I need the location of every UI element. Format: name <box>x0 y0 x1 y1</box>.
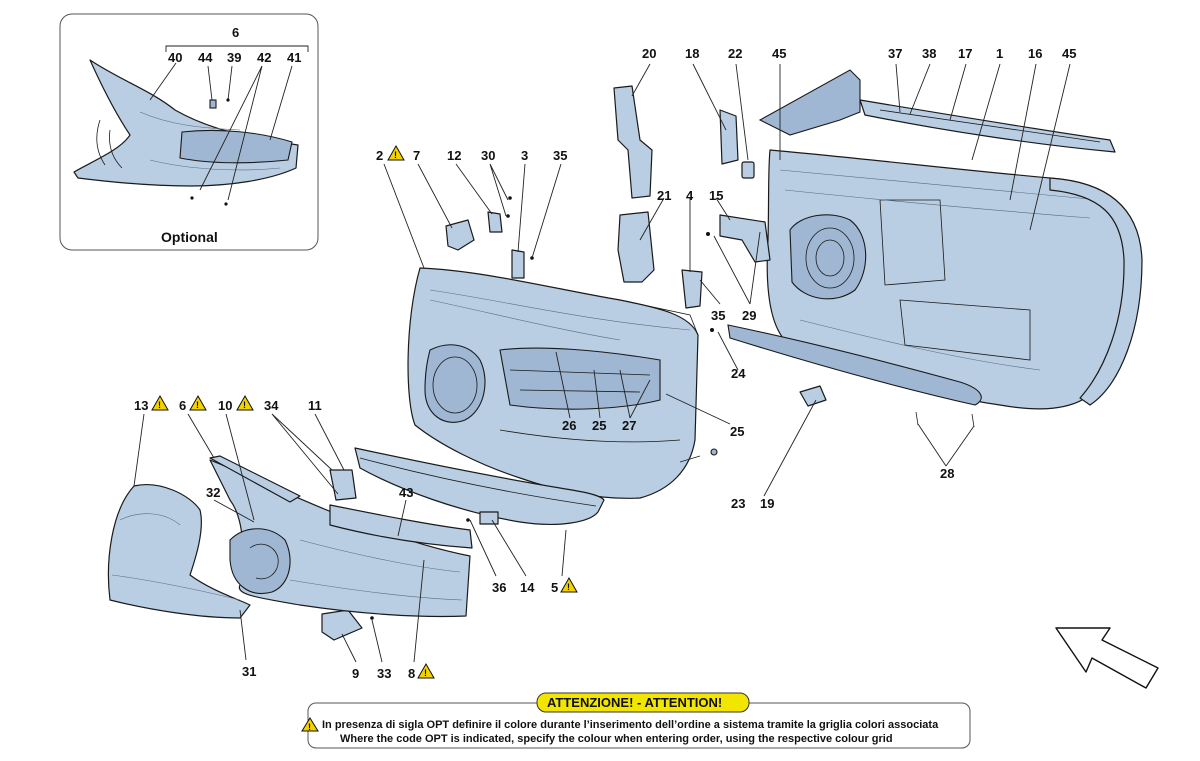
callout-25-right: 25 <box>730 424 744 439</box>
callout-1: 1 <box>996 46 1003 61</box>
callout-36: 36 <box>492 580 506 595</box>
callout-5: 5 <box>551 580 558 595</box>
callout-27: 27 <box>622 418 636 433</box>
door-seal-strip <box>727 324 982 406</box>
callout-12: 12 <box>447 148 461 163</box>
warning-triangle-icon: ! <box>151 394 169 411</box>
callout-38: 38 <box>922 46 936 61</box>
callout-7: 7 <box>413 148 420 163</box>
optional-inset: Optional 6 40 44 39 42 41 <box>59 13 319 251</box>
svg-text:!: ! <box>308 722 311 732</box>
svg-text:!: ! <box>158 400 161 410</box>
callout-17: 17 <box>958 46 972 61</box>
attention-notice: ATTENZIONE! - ATTENTION! ! In presenza d… <box>301 692 971 749</box>
inner-door-panel <box>407 267 699 499</box>
callout-14: 14 <box>520 580 535 595</box>
callout-15: 15 <box>709 188 723 203</box>
callout-20: 20 <box>642 46 656 61</box>
callout-30: 30 <box>481 148 495 163</box>
callout-18: 18 <box>685 46 699 61</box>
inset-group-number: 6 <box>232 25 239 40</box>
door-structure <box>758 69 1143 410</box>
callout-24: 24 <box>731 366 746 381</box>
callout-29: 29 <box>742 308 756 323</box>
lower-left-trim <box>107 455 473 619</box>
callout-21: 21 <box>657 188 671 203</box>
callout-10: 10 <box>218 398 232 413</box>
callout-23: 23 <box>731 496 745 511</box>
callout-11: 11 <box>308 398 322 413</box>
callout-2: 2 <box>376 148 383 163</box>
callout-16: 16 <box>1028 46 1042 61</box>
callout-28: 28 <box>940 466 954 481</box>
notice-title: ATTENZIONE! - ATTENTION! <box>547 695 722 710</box>
callout-35-mid: 35 <box>711 308 725 323</box>
inset-optional-label: Optional <box>161 229 218 245</box>
warning-triangle-icon: ! <box>236 394 254 411</box>
svg-text:!: ! <box>424 668 427 678</box>
callout-3: 3 <box>521 148 528 163</box>
notice-line-english: Where the code OPT is indicated, specify… <box>340 733 893 745</box>
svg-text:!: ! <box>394 150 397 160</box>
callout-34: 34 <box>264 398 279 413</box>
callout-45-top: 45 <box>772 46 786 61</box>
callout-31: 31 <box>242 664 256 679</box>
inset-part-44: 44 <box>198 50 213 65</box>
inset-part-40: 40 <box>168 50 182 65</box>
callout-33: 33 <box>377 666 391 681</box>
callout-13: 13 <box>134 398 148 413</box>
callout-8: 8 <box>408 666 415 681</box>
callout-22: 22 <box>728 46 742 61</box>
direction-arrow-icon <box>1055 627 1159 689</box>
warning-triangle-icon: ! <box>301 717 319 732</box>
callout-35-top: 35 <box>553 148 567 163</box>
warning-triangle-icon: ! <box>560 576 578 593</box>
svg-text:!: ! <box>243 400 246 410</box>
callout-6: 6 <box>179 398 186 413</box>
small-components <box>321 85 975 641</box>
callout-43: 43 <box>399 485 413 500</box>
warning-triangle-icon: ! <box>417 662 435 679</box>
callout-9: 9 <box>352 666 359 681</box>
callout-37: 37 <box>888 46 902 61</box>
svg-text:!: ! <box>567 582 570 592</box>
inset-part-41: 41 <box>287 50 301 65</box>
notice-line-italian: In presenza di sigla OPT definire il col… <box>322 719 939 731</box>
inset-part-42: 42 <box>257 50 271 65</box>
callout-19: 19 <box>760 496 774 511</box>
inset-part-39: 39 <box>227 50 241 65</box>
callout-32: 32 <box>206 485 220 500</box>
callout-26: 26 <box>562 418 576 433</box>
leader-lines <box>133 63 1071 663</box>
svg-text:!: ! <box>196 400 199 410</box>
warning-triangle-icon: ! <box>189 394 207 411</box>
callout-labels: 20 18 22 45 37 38 17 1 16 45 2 ! 7 12 30… <box>134 46 1076 681</box>
callout-4: 4 <box>686 188 694 203</box>
callout-25-mid: 25 <box>592 418 606 433</box>
warning-triangle-icon: ! <box>387 144 405 161</box>
callout-45-right: 45 <box>1062 46 1076 61</box>
